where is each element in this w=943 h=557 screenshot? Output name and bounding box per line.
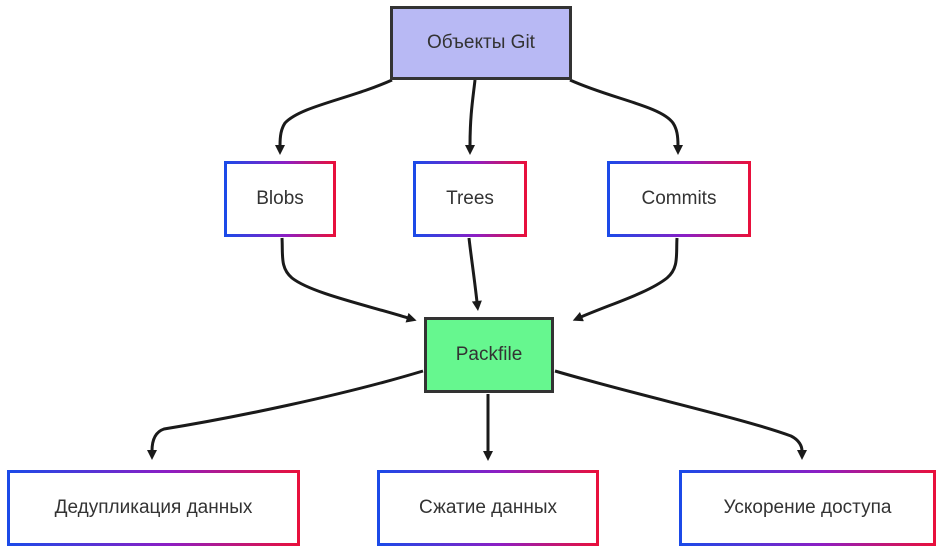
- edge-git-objects-to-blobs: [275, 78, 393, 155]
- node-trees: Trees: [413, 161, 527, 237]
- node-trees-label: Trees: [446, 188, 494, 209]
- edge-packfile-to-dedup: [147, 369, 424, 460]
- edge-trees-to-packfile: [467, 237, 482, 311]
- node-access-label: Ускорение доступа: [723, 497, 892, 518]
- node-access: Ускорение доступа: [679, 470, 936, 546]
- node-blobs-label: Blobs: [256, 188, 304, 209]
- node-git-objects: Объекты Git: [390, 6, 572, 80]
- node-packfile-label: Packfile: [455, 344, 523, 365]
- edge-git-objects-to-trees: [465, 79, 477, 155]
- edge-blobs-to-packfile: [280, 237, 417, 323]
- node-compression-label: Сжатие данных: [419, 497, 557, 518]
- node-compression: Сжатие данных: [377, 470, 599, 546]
- node-dedup-label: Дедупликация данных: [54, 497, 253, 518]
- edge-git-objects-to-commits: [569, 78, 683, 155]
- node-commits-label: Commits: [641, 188, 717, 209]
- edge-commits-to-packfile: [572, 237, 679, 322]
- node-packfile: Packfile: [424, 317, 554, 393]
- edge-packfile-to-access: [554, 369, 807, 460]
- node-git-objects-label: Объекты Git: [427, 32, 535, 53]
- node-commits: Commits: [607, 161, 751, 237]
- node-dedup: Дедупликация данных: [7, 470, 300, 546]
- node-blobs: Blobs: [224, 161, 336, 237]
